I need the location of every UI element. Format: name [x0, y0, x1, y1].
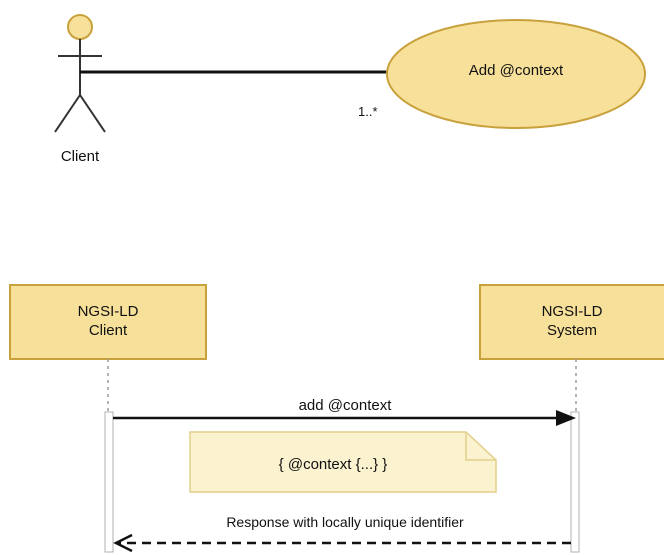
participant-box-client[interactable] [9, 284, 207, 360]
stick-figure-actor-icon [54, 14, 106, 133]
message-label-add-context: add @context [298, 397, 392, 414]
actor-head [67, 14, 93, 40]
multiplicity-label: 1..* [358, 104, 378, 119]
actor-right-leg [79, 94, 106, 133]
activation-client [104, 411, 114, 553]
actor-left-leg [54, 94, 81, 133]
use-case-label: Add @context [468, 62, 564, 79]
message-label-response: Response with locally unique identifier [226, 514, 464, 530]
use-case-ellipse[interactable] [386, 19, 646, 129]
actor-label: Client [60, 148, 100, 165]
arrowhead-open-icon [113, 533, 133, 553]
arrowhead-filled-icon [556, 410, 576, 426]
note-label: { @context {...} } [278, 456, 388, 473]
note-shape [189, 431, 497, 493]
participant-box-system[interactable] [479, 284, 664, 360]
activation-system [570, 411, 580, 553]
